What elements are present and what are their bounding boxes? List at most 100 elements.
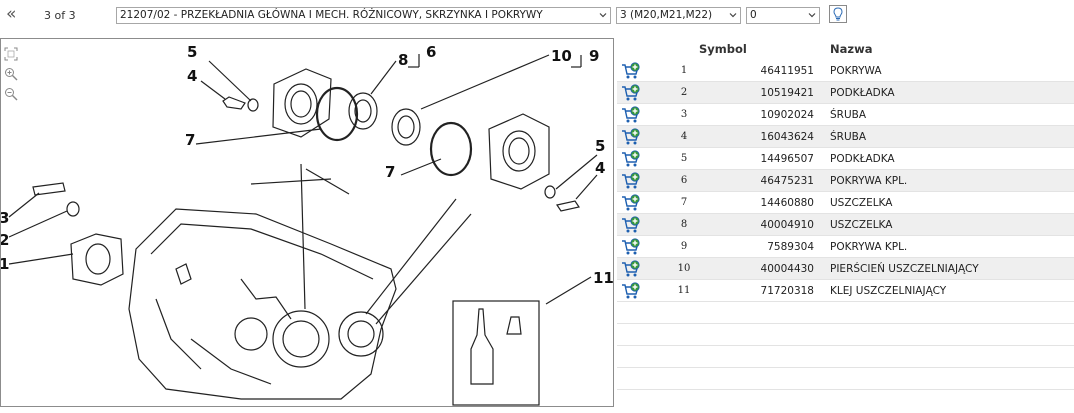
callout-7: 7: [185, 131, 195, 149]
row-position: 10: [677, 263, 691, 274]
row-position: 11: [677, 285, 691, 296]
empty-row: [617, 368, 1074, 390]
group-select-value: 21207/02 - PRZEKŁADNIA GŁÓWNA I MECH. RÓ…: [120, 9, 543, 21]
callout-5b: 5: [595, 137, 605, 155]
header-symbol: Symbol: [699, 42, 747, 56]
part-9-cover: [488, 113, 550, 190]
row-position: 6: [680, 175, 688, 186]
row-part-name: PIERŚCIEŃ USZCZELNIAJĄCY: [830, 263, 979, 275]
table-row[interactable]: 11 71720318 KLEJ USZCZELNIAJĄCY: [617, 280, 1074, 302]
row-position: 1: [680, 65, 688, 76]
variant-select[interactable]: 0: [746, 7, 820, 24]
callout-2: 2: [1, 231, 9, 249]
table-row[interactable]: 2 10519421 PODKŁADKA: [617, 82, 1074, 104]
row-part-name: POKRYWA KPL.: [830, 175, 908, 187]
top-toolbar: « 3 of 3 21207/02 - PRZEKŁADNIA GŁÓWNA I…: [0, 0, 1074, 32]
gearbox-housing: [128, 208, 397, 400]
table-row[interactable]: 10 40004430 PIERŚCIEŃ USZCZELNIAJĄCY: [617, 258, 1074, 280]
part-1-cover: [70, 233, 124, 286]
row-position: 9: [680, 241, 688, 252]
row-position: 7: [680, 197, 688, 208]
callout-5: 5: [187, 43, 197, 61]
table-row[interactable]: 3 10902024 ŚRUBA: [617, 104, 1074, 126]
row-part-name: ŚRUBA: [830, 109, 867, 121]
row-part-name: KLEJ USZCZELNIAJĄCY: [830, 285, 947, 297]
row-part-number: 40004910: [760, 219, 814, 231]
part-11-sealant-box: [452, 300, 540, 406]
row-part-number: 16043624: [760, 131, 814, 143]
diagram-drawing: 5 4 8 6 10 9 7 7 5 4 3 2 1 11: [1, 43, 614, 406]
empty-row: [617, 324, 1074, 346]
callout-1: 1: [1, 255, 9, 273]
add-to-cart-icon[interactable]: [621, 84, 641, 102]
add-to-cart-icon[interactable]: [621, 106, 641, 124]
table-row[interactable]: 6 46475231 POKRYWA KPL.: [617, 170, 1074, 192]
zoom-toolbar: [4, 47, 20, 107]
page-counter: 3 of 3: [44, 9, 76, 22]
callout-6: 6: [426, 43, 436, 61]
add-to-cart-icon[interactable]: [621, 282, 641, 300]
exploded-parts-diagram: 5 4 8 6 10 9 7 7 5 4 3 2 1 11: [0, 38, 614, 407]
add-to-cart-icon[interactable]: [621, 260, 641, 278]
table-row[interactable]: 9 7589304 POKRYWA KPL.: [617, 236, 1074, 258]
model-select[interactable]: 3 (M20,M21,M22): [616, 7, 741, 24]
empty-row: [617, 302, 1074, 324]
row-position: 8: [680, 219, 688, 230]
chevron-down-icon: [599, 13, 607, 18]
callout-11: 11: [593, 269, 614, 287]
table-row[interactable]: 8 40004910 USZCZELKA: [617, 214, 1074, 236]
row-part-number: 46475231: [760, 175, 814, 187]
add-to-cart-icon[interactable]: [621, 62, 641, 80]
row-part-number: 7589304: [767, 241, 814, 253]
table-row[interactable]: 1 46411951 POKRYWA: [617, 60, 1074, 82]
row-part-number: 71720318: [760, 285, 814, 297]
zoom-in-icon[interactable]: [4, 67, 18, 81]
group-select[interactable]: 21207/02 - PRZEKŁADNIA GŁÓWNA I MECH. RÓ…: [116, 7, 611, 24]
empty-row: [617, 346, 1074, 368]
add-to-cart-icon[interactable]: [621, 150, 641, 168]
variant-select-value: 0: [750, 9, 757, 21]
parts-table-header: Symbol Nazwa: [617, 38, 1074, 60]
back-button[interactable]: «: [6, 4, 17, 24]
callout-9: 9: [589, 47, 599, 65]
row-position: 5: [680, 153, 688, 164]
row-part-name: USZCZELKA: [830, 219, 893, 231]
row-part-name: POKRYWA KPL.: [830, 241, 908, 253]
callout-8: 8: [398, 51, 408, 69]
row-part-name: PODKŁADKA: [830, 87, 895, 99]
row-part-number: 40004430: [760, 263, 814, 275]
row-part-number: 46411951: [760, 65, 814, 77]
add-to-cart-icon[interactable]: [621, 238, 641, 256]
header-name: Nazwa: [830, 42, 873, 56]
lightbulb-info-icon[interactable]: [829, 5, 847, 23]
row-part-number: 10902024: [760, 109, 814, 121]
row-part-name: POKRYWA: [830, 65, 882, 77]
callout-10: 10: [551, 47, 572, 65]
callout-7b: 7: [385, 163, 395, 181]
callout-4b: 4: [595, 159, 605, 177]
part-6-cover: [272, 68, 332, 138]
model-select-value: 3 (M20,M21,M22): [620, 9, 713, 21]
row-position: 2: [680, 87, 688, 98]
callout-4: 4: [187, 67, 197, 85]
row-position: 3: [680, 109, 688, 120]
callout-3: 3: [1, 209, 9, 227]
add-to-cart-icon[interactable]: [621, 194, 641, 212]
zoom-out-icon[interactable]: [4, 87, 18, 101]
row-part-number: 14496507: [760, 153, 814, 165]
row-part-name: PODKŁADKA: [830, 153, 895, 165]
add-to-cart-icon[interactable]: [621, 216, 641, 234]
chevron-down-icon: [729, 13, 737, 18]
chevron-down-icon: [808, 13, 816, 18]
table-row[interactable]: 5 14496507 PODKŁADKA: [617, 148, 1074, 170]
row-part-name: ŚRUBA: [830, 131, 867, 143]
add-to-cart-icon[interactable]: [621, 128, 641, 146]
row-part-number: 14460880: [760, 197, 814, 209]
row-part-number: 10519421: [760, 87, 814, 99]
add-to-cart-icon[interactable]: [621, 172, 641, 190]
fit-to-window-icon[interactable]: [4, 47, 18, 61]
